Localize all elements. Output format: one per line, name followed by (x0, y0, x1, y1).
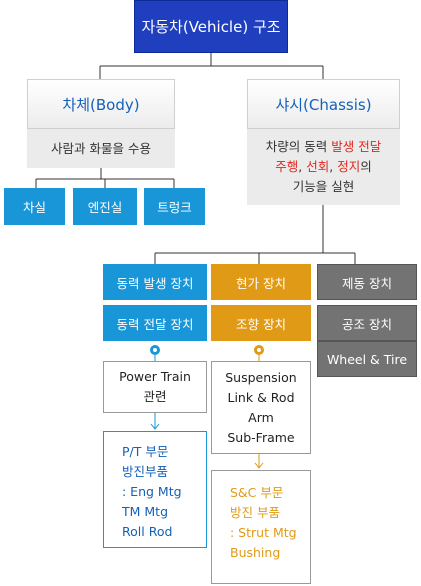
blue-connector-dot (150, 345, 160, 355)
system-power-generation: 동력 발생 장치 (103, 264, 207, 300)
orange-connector-dot (254, 345, 264, 355)
pt-antivibration-parts: P/T 부문 방진부품 : Eng Mtg TM Mtg Roll Rod (103, 431, 207, 548)
vehicle-structure-root: 자동차(Vehicle) 구조 (134, 0, 288, 53)
suspension-components-box: Suspension Link & Rod Arm Sub-Frame (211, 361, 311, 454)
body-part-cabin: 차실 (4, 188, 65, 225)
chassis-title: 샤시(Chassis) (247, 79, 400, 129)
system-power-transmission: 동력 전달 장치 (103, 305, 207, 341)
system-steering: 조향 장치 (211, 305, 311, 341)
power-train-box: Power Train 관련 (103, 361, 207, 413)
system-suspension: 현가 장치 (211, 264, 311, 300)
system-wheel-tire: Wheel & Tire (317, 341, 417, 377)
system-air-conditioning: 공조 장치 (317, 305, 417, 341)
body-part-engine-room: 엔진실 (73, 188, 137, 225)
sc-antivibration-parts: S&C 부문 방진 부품 : Strut Mtg Bushing (211, 470, 311, 584)
chassis-description: 차량의 동력 발생 전달 주행, 선회, 정지의 기능을 실현 (247, 129, 400, 205)
body-title: 차체(Body) (27, 79, 175, 129)
body-part-trunk: 트렁크 (144, 188, 205, 225)
body-description: 사람과 화물을 수용 (27, 129, 175, 168)
system-braking: 제동 장치 (317, 264, 417, 300)
